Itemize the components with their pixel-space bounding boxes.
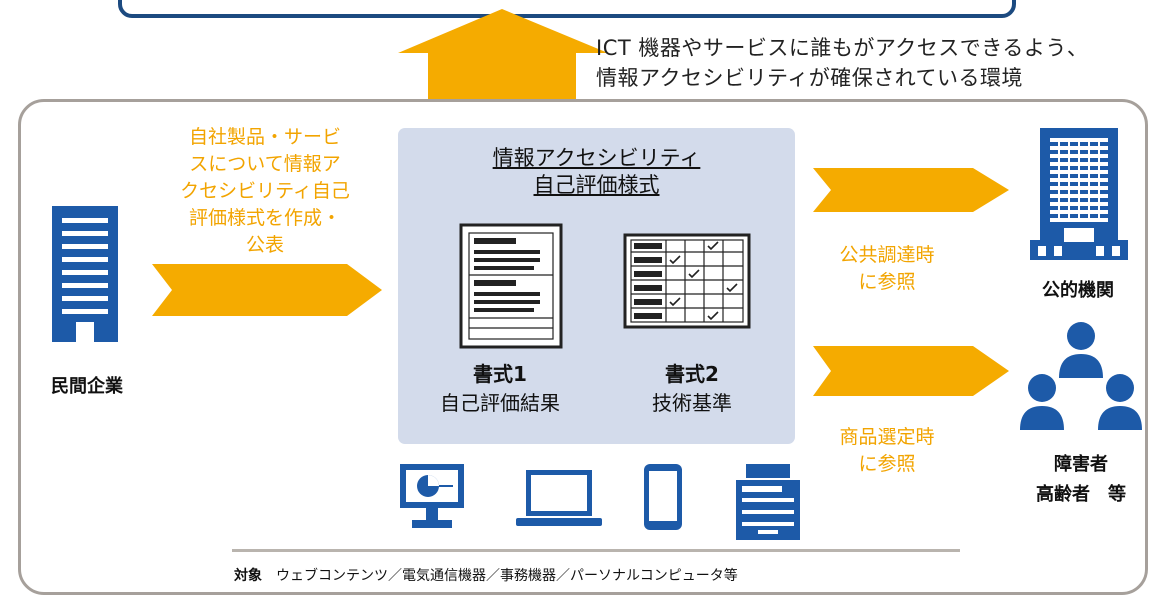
- public-procurement-line1: 公共調達時: [839, 244, 935, 266]
- up-arrow: [398, 9, 608, 101]
- company-label: 民間企業: [51, 376, 123, 397]
- environment-caption: ICT 機器やサービスに誰もがアクセスできるよう、 情報アクセシビリティが確保さ…: [596, 33, 1088, 93]
- public-procurement-line2: に参照: [858, 271, 916, 293]
- company-action-line3: クセシビリティ自己: [180, 180, 350, 202]
- top-banner-box: [118, 0, 1016, 18]
- people-group-icon: [1020, 322, 1142, 430]
- environment-caption-line2: 情報アクセシビリティが確保されている環境: [596, 66, 1024, 90]
- office-building-icon: [52, 206, 118, 342]
- to-users-arrow: [813, 346, 1009, 396]
- target-lead: 対象: [234, 568, 262, 584]
- laptop-icon: [516, 470, 602, 526]
- smartphone-icon: [644, 464, 682, 530]
- environment-caption-line1: ICT 機器やサービスに誰もがアクセスできるよう、: [596, 36, 1089, 60]
- footer-divider: [232, 549, 960, 552]
- form1-title: 書式1: [473, 362, 527, 386]
- form1-subtitle: 自己評価結果: [440, 391, 560, 415]
- document-icon: [459, 223, 563, 349]
- form2-label: 書式2 技術基準: [632, 360, 752, 418]
- product-selection-line1: 商品選定時: [839, 426, 935, 448]
- panel-title-line1: 情報アクセシビリティ: [492, 146, 701, 170]
- target-list: ウェブコンテンツ／電気通信機器／事務機器／パーソナルコンピュータ等: [276, 568, 738, 584]
- product-selection-line2: に参照: [858, 453, 916, 475]
- users-label-line1: 障害者: [1054, 454, 1108, 475]
- public-institution-label: 公的機関: [1042, 280, 1114, 301]
- checklist-table-icon: [623, 233, 751, 329]
- form1-label: 書式1 自己評価結果: [440, 360, 560, 418]
- public-building-icon: [1030, 128, 1128, 260]
- form2-subtitle: 技術基準: [652, 391, 732, 415]
- company-action-line4: 評価様式を作成・: [188, 207, 341, 229]
- monitor-icon: [400, 464, 464, 528]
- panel-title-line2: 自己評価様式: [533, 173, 660, 197]
- company-action-line5: 公表: [245, 234, 284, 256]
- form2-title: 書式2: [665, 362, 719, 386]
- target-footer: 対象ウェブコンテンツ／電気通信機器／事務機器／パーソナルコンピュータ等: [234, 565, 738, 585]
- left-to-center-arrow: [152, 264, 382, 316]
- product-selection-text: 商品選定時 に参照: [812, 424, 962, 478]
- company-action-text: 自社製品・サービ スについて情報ア クセシビリティ自己 評価様式を作成・ 公表: [154, 124, 376, 259]
- to-public-arrow: [813, 168, 1009, 212]
- public-procurement-text: 公共調達時 に参照: [812, 242, 962, 296]
- panel-title: 情報アクセシビリティ 自己評価様式: [398, 145, 795, 199]
- company-action-line2: スについて情報ア: [189, 153, 341, 175]
- company-action-line1: 自社製品・サービ: [188, 126, 341, 148]
- users-label: 障害者 高齢者 等: [1018, 450, 1144, 510]
- copier-icon: [736, 464, 800, 540]
- users-label-line2: 高齢者 等: [1036, 484, 1126, 505]
